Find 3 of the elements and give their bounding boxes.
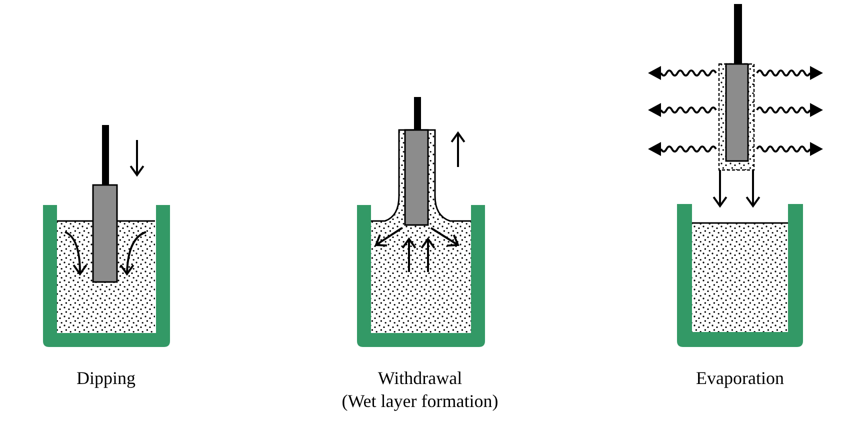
step-caption: Evaporation xyxy=(696,367,784,390)
step-caption: Dipping xyxy=(76,367,136,390)
step-caption: Withdrawal (Wet layer formation) xyxy=(342,367,498,413)
